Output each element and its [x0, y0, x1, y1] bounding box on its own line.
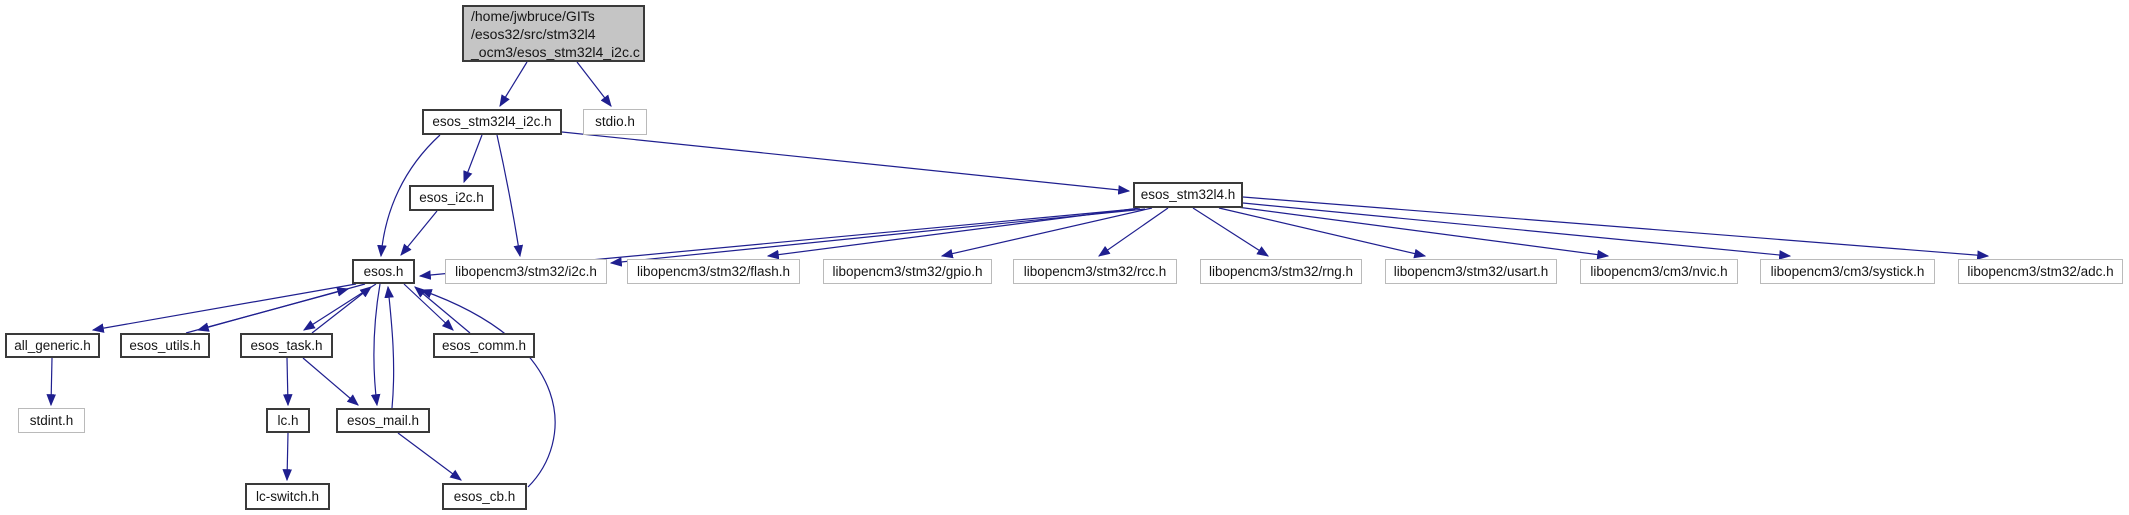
edge-esos-stm32l4-h-to-libopencm3-stm32-rng-h [1192, 207, 1270, 257]
node-label: /esos32/src/stm32l4 [471, 25, 596, 42]
node-label: libopencm3/cm3/nvic.h [1590, 263, 1728, 279]
edge-esos-stm32l4-h-to-libopencm3-stm32-i2c-h [609, 208, 1146, 267]
node-label: stdint.h [29, 412, 74, 428]
node-esos-stm32l4-h[interactable]: esos_stm32l4.h [1133, 182, 1243, 208]
node-esos-utils-h[interactable]: esos_utils.h [120, 333, 210, 358]
node-libopencm3-stm32-rng-h: libopencm3/stm32/rng.h [1200, 259, 1362, 284]
edge-esos-stm32l4-i2c-h-to-esos-i2c-h [463, 134, 483, 184]
edge-esos-mail-h-to-esos-cb-h [397, 432, 462, 481]
edge-esos-stm32l4-h-to-libopencm3-cm3-systick-h [1242, 202, 1792, 260]
node-label: esos_i2c.h [419, 190, 484, 205]
edge-esos-stm32l4-h-to-libopencm3-stm32-adc-h [1242, 196, 1990, 260]
edge-esos-task-h-to-esos-h [311, 286, 372, 334]
node-esos-stm32l4-i2c-h[interactable]: esos_stm32l4_i2c.h [422, 109, 562, 135]
node-root: /home/jwbruce/GITs/esos32/src/stm32l4_oc… [462, 5, 645, 62]
node-libopencm3-stm32-adc-h: libopencm3/stm32/adc.h [1958, 259, 2123, 284]
node-label: libopencm3/stm32/rcc.h [1023, 263, 1167, 279]
node-lc-switch-h[interactable]: lc-switch.h [245, 483, 330, 510]
edge-esos-task-h-to-lc-h [282, 357, 293, 407]
edge-esos-stm32l4-h-to-libopencm3-stm32-usart-h [1218, 207, 1427, 259]
node-label: libopencm3/stm32/i2c.h [455, 263, 597, 279]
node-label: esos_stm32l4_i2c.h [432, 114, 552, 129]
node-esos-h[interactable]: esos.h [352, 259, 415, 284]
node-label: stdio.h [595, 114, 635, 129]
node-stdio-h: stdio.h [583, 109, 647, 135]
edge-esos-h-to-esos-comm-h [403, 283, 454, 331]
edge-lc-h-to-lc-switch-h [282, 432, 293, 482]
node-label: _ocm3/esos_stm32l4_i2c.c [471, 43, 640, 60]
node-libopencm3-stm32-usart-h: libopencm3/stm32/usart.h [1385, 259, 1557, 284]
edge-esos-mail-h-to-esos-h [384, 285, 395, 409]
edge-esos-h-to-all-generic-h [91, 283, 357, 333]
node-libopencm3-cm3-nvic-h: libopencm3/cm3/nvic.h [1580, 259, 1738, 284]
edge-esos-stm32l4-h-to-libopencm3-stm32-flash-h [766, 207, 1141, 260]
node-libopencm3-stm32-flash-h: libopencm3/stm32/flash.h [627, 259, 800, 284]
edge-all-generic-h-to-stdint-h [46, 357, 57, 407]
edge-esos-cb-h-to-esos-h [419, 289, 556, 488]
node-label: all_generic.h [14, 337, 91, 353]
node-label: esos_task.h [250, 337, 323, 353]
node-label: lc-switch.h [255, 488, 319, 504]
node-lc-h[interactable]: lc.h [266, 408, 310, 433]
node-label: libopencm3/stm32/gpio.h [832, 263, 983, 279]
edge-root-to-esos-stm32l4-i2c-h [499, 61, 528, 108]
edge-esos-stm32l4-h-to-libopencm3-stm32-rcc-h [1098, 207, 1169, 257]
edge-esos-utils-h-to-esos-h [185, 287, 350, 334]
node-label: esos_cb.h [453, 488, 516, 504]
node-label: libopencm3/stm32/flash.h [636, 263, 791, 279]
node-esos-comm-h[interactable]: esos_comm.h [433, 333, 535, 358]
node-esos-i2c-h[interactable]: esos_i2c.h [409, 185, 494, 211]
edge-esos-stm32l4-i2c-h-to-esos-stm32l4-h [561, 131, 1131, 195]
node-label: libopencm3/stm32/rng.h [1208, 263, 1354, 279]
node-label: libopencm3/cm3/systick.h [1770, 263, 1925, 279]
node-libopencm3-stm32-gpio-h: libopencm3/stm32/gpio.h [823, 259, 992, 284]
node-label: esos_mail.h [346, 412, 420, 428]
edge-esos-i2c-h-to-esos-h [400, 210, 438, 256]
node-label: libopencm3/stm32/adc.h [1967, 263, 2114, 279]
node-label: esos_stm32l4.h [1140, 187, 1236, 202]
node-esos-cb-h[interactable]: esos_cb.h [442, 483, 527, 510]
edge-esos-stm32l4-i2c-h-to-esos-h [377, 134, 441, 258]
edge-esos-task-h-to-esos-mail-h [302, 357, 359, 406]
node-label: esos_comm.h [441, 337, 527, 353]
node-label: /home/jwbruce/GITs [471, 7, 595, 24]
node-label: libopencm3/stm32/usart.h [1393, 263, 1549, 279]
edge-esos-h-to-esos-mail-h [370, 283, 381, 407]
edge-esos-comm-h-to-esos-h [414, 286, 471, 334]
node-esos-task-h[interactable]: esos_task.h [240, 333, 333, 358]
edge-root-to-stdio-h [576, 61, 612, 107]
node-libopencm3-cm3-systick-h: libopencm3/cm3/systick.h [1760, 259, 1935, 284]
edge-esos-stm32l4-i2c-h-to-libopencm3-stm32-i2c-h [496, 134, 524, 258]
node-all-generic-h[interactable]: all_generic.h [5, 333, 100, 358]
edge-esos-stm32l4-h-to-libopencm3-cm3-nvic-h [1236, 206, 1610, 260]
node-label: lc.h [277, 412, 299, 428]
node-label: esos.h [363, 263, 404, 279]
node-stdint-h: stdint.h [18, 408, 85, 433]
node-esos-mail-h[interactable]: esos_mail.h [336, 408, 430, 433]
node-libopencm3-stm32-rcc-h: libopencm3/stm32/rcc.h [1013, 259, 1177, 284]
node-label: esos_utils.h [129, 337, 201, 353]
edge-esos-stm32l4-h-to-libopencm3-stm32-gpio-h [940, 207, 1153, 259]
node-libopencm3-stm32-i2c-h: libopencm3/stm32/i2c.h [445, 259, 607, 284]
